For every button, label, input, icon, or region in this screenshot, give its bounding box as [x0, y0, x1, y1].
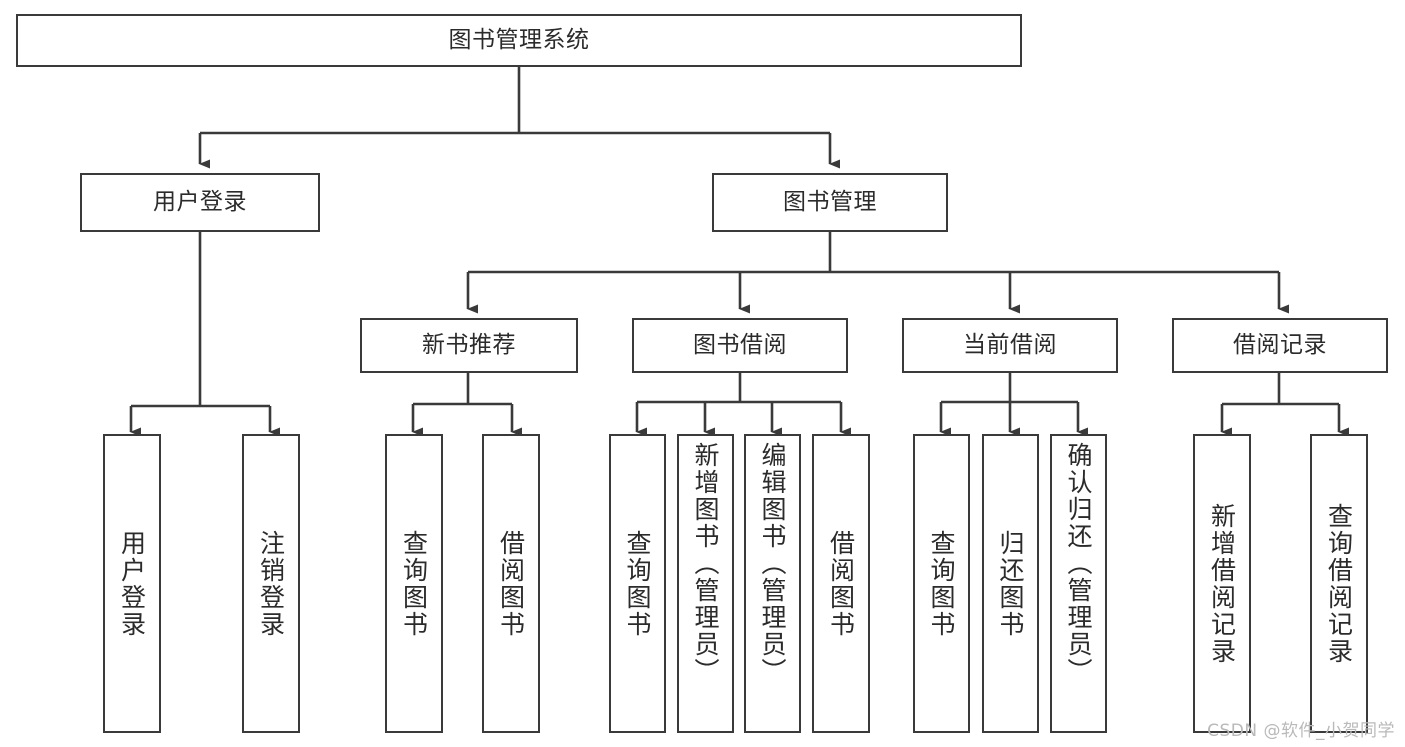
node-book-management[interactable]: 图书管理: [712, 173, 948, 232]
leaf-borrow-books-borrow-label: 借阅图书: [826, 529, 856, 638]
leaf-query-borrow-record-label: 查询借阅记录: [1324, 502, 1354, 665]
leaf-add-borrow-record[interactable]: 新增借阅记录: [1193, 434, 1251, 733]
node-borrow-record[interactable]: 借阅记录: [1172, 318, 1388, 373]
leaf-add-book-admin[interactable]: 新增图书（管理员）: [677, 434, 734, 733]
leaf-edit-book-admin[interactable]: 编辑图书（管理员）: [744, 434, 801, 733]
node-user-login-label: 用户登录: [153, 188, 247, 215]
node-current-borrow[interactable]: 当前借阅: [902, 318, 1118, 373]
node-new-book-recommend[interactable]: 新书推荐: [360, 318, 578, 373]
leaf-query-borrow-record[interactable]: 查询借阅记录: [1310, 434, 1368, 733]
leaf-logout-label: 注销登录: [256, 529, 286, 638]
leaf-query-books-newbook[interactable]: 查询图书: [385, 434, 443, 733]
leaf-return-books-label: 归还图书: [996, 529, 1025, 638]
node-root-label: 图书管理系统: [448, 26, 590, 53]
leaf-borrow-books-newbook-label: 借阅图书: [496, 529, 526, 638]
node-book-borrow-label: 图书借阅: [693, 331, 787, 358]
node-current-borrow-label: 当前借阅: [963, 331, 1057, 358]
leaf-edit-book-admin-label: 编辑图书（管理员）: [758, 442, 787, 685]
leaf-user-login-label: 用户登录: [117, 529, 147, 638]
leaf-confirm-return-admin-label: 确认归还（管理员）: [1064, 442, 1093, 685]
leaf-query-books-borrow[interactable]: 查询图书: [609, 434, 666, 733]
leaf-borrow-books-borrow[interactable]: 借阅图书: [812, 434, 870, 733]
leaf-query-books-current[interactable]: 查询图书: [913, 434, 970, 733]
leaf-add-book-admin-label: 新增图书（管理员）: [691, 442, 720, 685]
node-new-book-recommend-label: 新书推荐: [422, 331, 516, 358]
leaf-return-books[interactable]: 归还图书: [982, 434, 1039, 733]
leaf-query-books-newbook-label: 查询图书: [399, 529, 429, 638]
node-user-login[interactable]: 用户登录: [80, 173, 320, 232]
node-root[interactable]: 图书管理系统: [16, 14, 1022, 67]
node-book-borrow[interactable]: 图书借阅: [632, 318, 848, 373]
csdn-watermark: CSDN @软件_小贺同学: [1207, 721, 1395, 741]
leaf-query-books-current-label: 查询图书: [927, 529, 956, 638]
leaf-logout[interactable]: 注销登录: [242, 434, 300, 733]
leaf-query-books-borrow-label: 查询图书: [623, 529, 652, 638]
leaf-user-login[interactable]: 用户登录: [103, 434, 161, 733]
leaf-borrow-books-newbook[interactable]: 借阅图书: [482, 434, 540, 733]
leaf-add-borrow-record-label: 新增借阅记录: [1207, 502, 1237, 665]
node-borrow-record-label: 借阅记录: [1233, 331, 1327, 358]
node-book-management-label: 图书管理: [783, 188, 877, 215]
leaf-confirm-return-admin[interactable]: 确认归还（管理员）: [1050, 434, 1107, 733]
